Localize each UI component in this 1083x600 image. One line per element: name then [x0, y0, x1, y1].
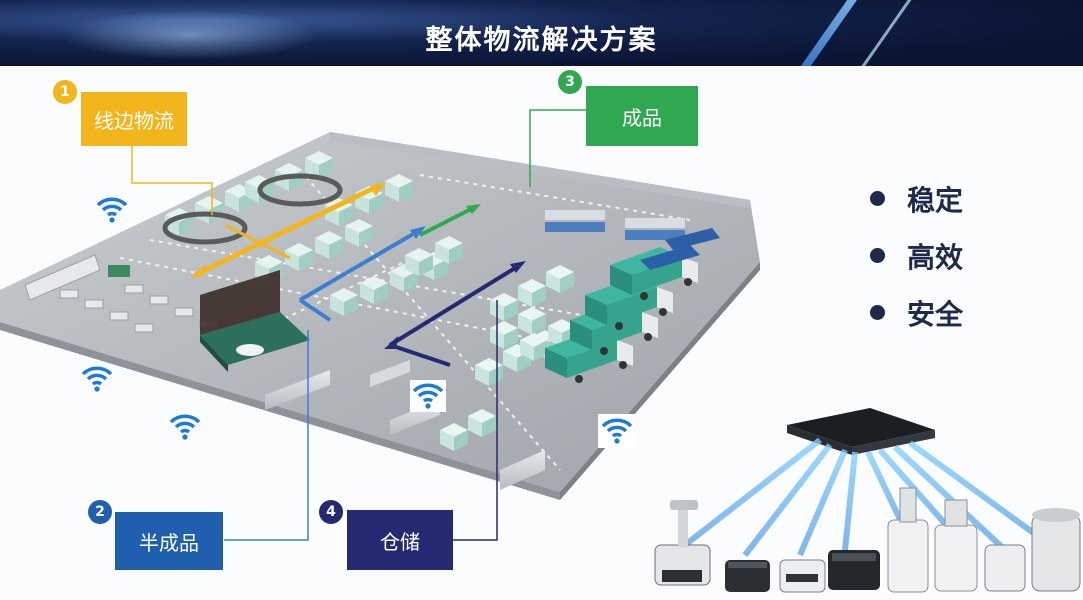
- network-beams: [683, 437, 1052, 557]
- robot-icon: [1031, 508, 1081, 592]
- callout-number-badge: 4: [319, 500, 343, 524]
- bullet-dot-icon: [870, 305, 885, 320]
- callout-label: 半成品: [139, 530, 199, 555]
- callout-semi-finished: 半成品: [115, 512, 223, 570]
- robot-icon: [828, 550, 880, 590]
- banner-glow: [60, 10, 320, 60]
- callout-line-side-logistics: 线边物流: [81, 92, 187, 146]
- wifi-icon: [598, 414, 636, 448]
- factory-floor-illustration: [0, 109, 1081, 593]
- wifi-icon: [169, 414, 201, 442]
- robot-icon: [934, 499, 978, 592]
- header-banner: 整体物流解决方案: [0, 0, 1083, 66]
- callout-number-badge: 3: [558, 70, 582, 94]
- flow-arrow-green: [419, 205, 476, 237]
- bullet-text: 安全: [907, 297, 964, 331]
- flow-arrow-blue: [298, 228, 422, 322]
- bullet-item: 高效: [870, 227, 963, 284]
- robot-icon: [725, 560, 770, 592]
- wifi-icon: [81, 366, 113, 394]
- callout-number-badge: 1: [53, 80, 77, 104]
- feature-bullet-list: 稳定 高效 安全: [870, 170, 963, 341]
- callout-label: 线边物流: [94, 108, 174, 133]
- robot-icon: [887, 487, 929, 593]
- callout-label: 成品: [622, 105, 662, 130]
- callout-finished-goods: 成品: [586, 86, 698, 146]
- bullet-text: 高效: [907, 240, 964, 274]
- assembly-cells: [162, 151, 463, 316]
- flow-arrow-yellow: [193, 182, 382, 278]
- office-area: [24, 254, 219, 333]
- callout-number-badge: 2: [88, 500, 112, 524]
- robot-icon: [984, 544, 1026, 592]
- bullet-dot-icon: [870, 248, 885, 263]
- flow-arrow-navy: [388, 263, 522, 367]
- bullet-dot-icon: [870, 191, 885, 206]
- blue-trailers: [640, 228, 720, 270]
- wifi-icon: [410, 380, 446, 412]
- callout-warehousing: 仓储: [347, 510, 453, 570]
- page-title: 整体物流解决方案: [425, 25, 658, 56]
- robot-icon: [654, 500, 711, 586]
- robot-icon: [779, 559, 826, 593]
- bullet-item: 安全: [870, 284, 963, 341]
- meeting-room: [200, 270, 310, 372]
- warehouse-racks: [475, 210, 685, 386]
- bullet-text: 稳定: [907, 183, 964, 217]
- wifi-icon: [96, 197, 128, 225]
- callout-label: 仓储: [380, 529, 420, 554]
- bullet-item: 稳定: [870, 170, 963, 227]
